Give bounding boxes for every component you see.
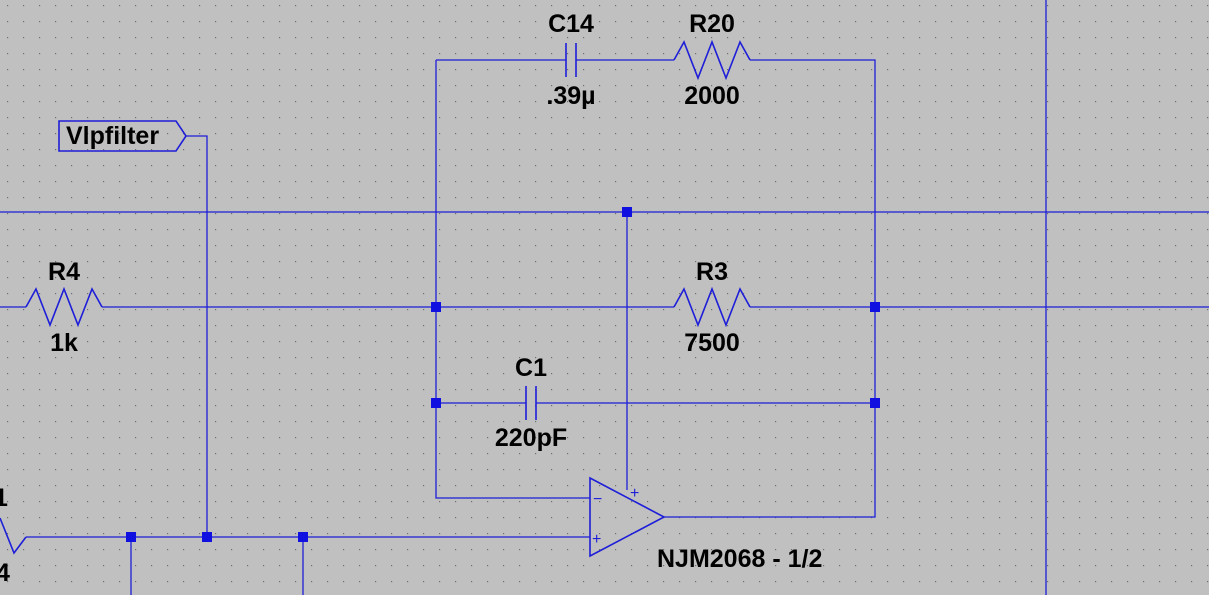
r4-ref: R4 bbox=[48, 258, 80, 286]
wire-label-drop[interactable] bbox=[186, 135, 208, 537]
c1-value: 220pF bbox=[495, 424, 567, 452]
capacitor-c14-symbol[interactable] bbox=[565, 43, 577, 77]
partial-label-bottom: 4 bbox=[0, 559, 10, 587]
opamp-minus-pin: − bbox=[593, 491, 602, 508]
resistor-r4-symbol[interactable] bbox=[25, 286, 103, 328]
resistor-partial-symbol[interactable] bbox=[0, 517, 27, 555]
r4-value: 1k bbox=[50, 329, 78, 357]
junction bbox=[431, 398, 441, 408]
wire-top-left-vertical[interactable] bbox=[435, 60, 590, 499]
resistor-r20-symbol[interactable] bbox=[673, 39, 751, 81]
junctions bbox=[126, 207, 880, 542]
opamp-symbol[interactable] bbox=[589, 476, 666, 558]
r20-ref: R20 bbox=[689, 10, 735, 38]
r3-ref: R3 bbox=[696, 258, 728, 286]
c14-ref: C14 bbox=[548, 10, 594, 38]
capacitor-c1-symbol[interactable] bbox=[525, 386, 537, 420]
junction bbox=[431, 302, 441, 312]
opamp-part-label: NJM2068 - 1/2 bbox=[657, 545, 822, 573]
wire-r20-to-right[interactable] bbox=[664, 59, 876, 518]
opamp-plus-pin: + bbox=[592, 531, 601, 548]
partial-label-top: 1 bbox=[0, 484, 8, 512]
net-label-flag[interactable] bbox=[58, 120, 187, 152]
opamp-supply-plus-pin: + bbox=[630, 485, 639, 502]
resistor-r3-symbol[interactable] bbox=[673, 286, 751, 328]
c14-value: .39µ bbox=[546, 82, 595, 110]
junction bbox=[870, 302, 880, 312]
c1-ref: C1 bbox=[515, 354, 547, 382]
junction bbox=[202, 532, 212, 542]
junction bbox=[870, 398, 880, 408]
junction bbox=[298, 532, 308, 542]
r3-value: 7500 bbox=[684, 329, 740, 357]
junction bbox=[622, 207, 632, 217]
junction bbox=[126, 532, 136, 542]
net-label-text: Vlpfilter bbox=[66, 122, 159, 150]
r20-value: 2000 bbox=[684, 82, 740, 110]
